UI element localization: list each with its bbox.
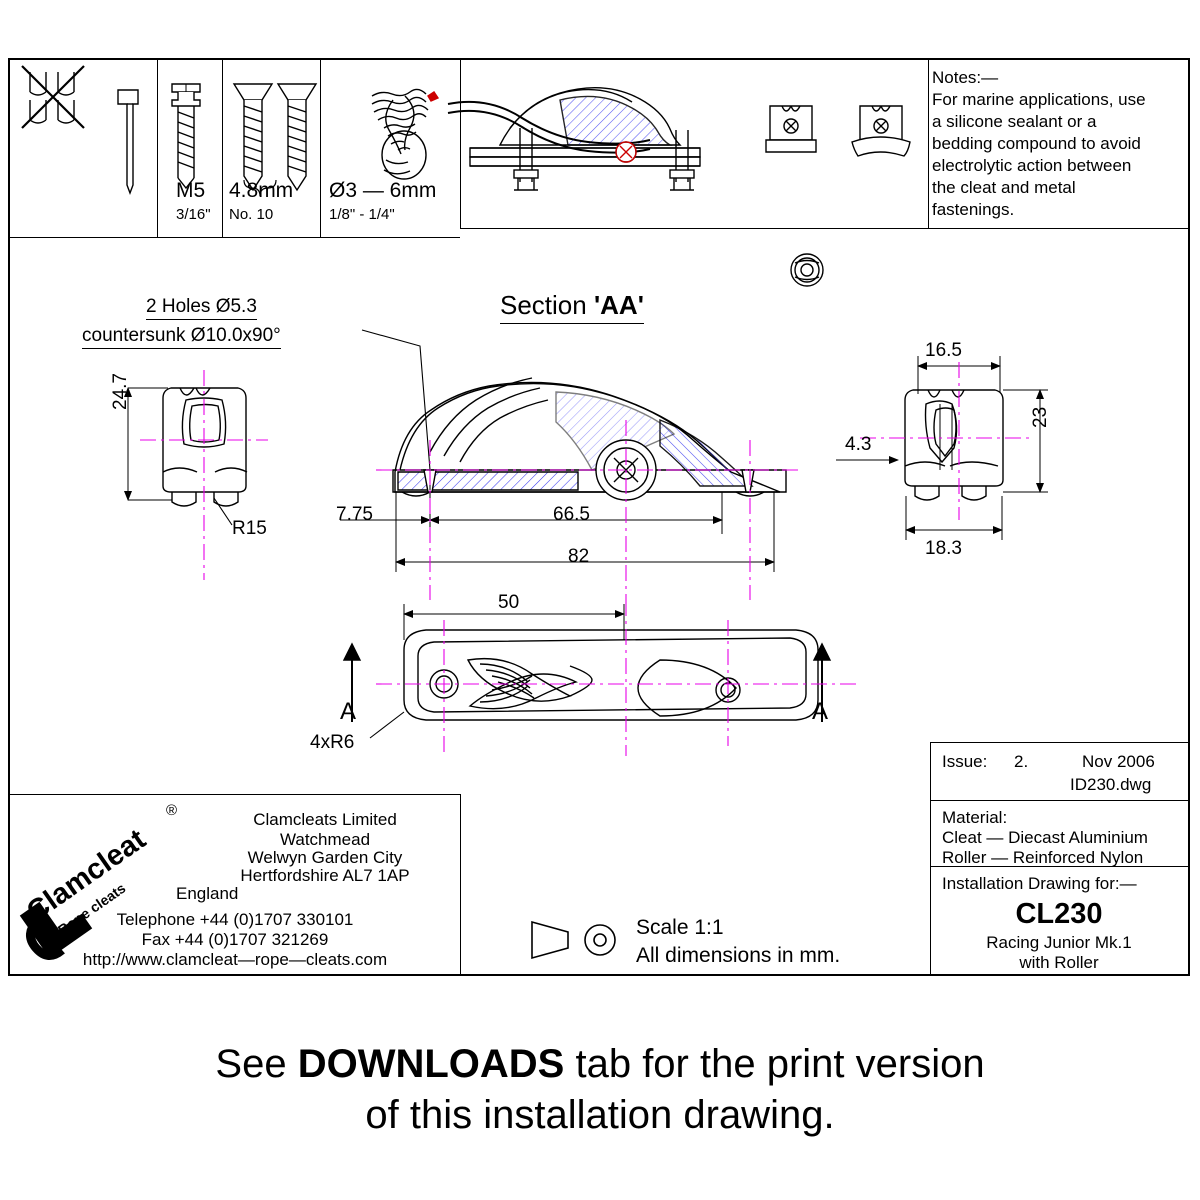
dim-82: 82: [568, 546, 590, 567]
top-band-divider-right: [928, 228, 1188, 229]
top-band-divider: [10, 237, 460, 238]
titleblock-left: [930, 742, 931, 976]
holes-note-line-1: 2 Holes Ø5.3: [146, 296, 257, 320]
fastener-label-m5: M5: [176, 179, 206, 202]
banner-line-2: of this installation drawing.: [365, 1093, 835, 1137]
notes-line-3: bedding compound to avoid: [932, 134, 1141, 153]
dim-50: 50: [498, 592, 520, 613]
section-title-suffix: 'AA': [593, 290, 644, 320]
holes-note-line-2: countersunk Ø10.0x90°: [82, 325, 281, 349]
top-band-sep-2: [928, 60, 929, 228]
dim-4-3: 4.3: [845, 434, 872, 455]
fastener-sublabel-m5: 3/16": [176, 206, 211, 223]
top-band-divider-mid: [460, 228, 928, 229]
sheet-border: [8, 58, 1190, 976]
dim-r15: R15: [232, 518, 267, 539]
section-mark-right: A: [812, 698, 829, 725]
company-telephone: Telephone +44 (0)1707 330101: [116, 910, 354, 929]
part-name-line-1: Racing Junior Mk.1: [986, 933, 1132, 952]
install-label: Installation Drawing for:—: [942, 874, 1137, 893]
company-block-top: [10, 794, 460, 795]
banner-line-1: See DOWNLOADS tab for the print version: [215, 1042, 984, 1087]
fastener-label-48mm: 4.8mm: [229, 179, 294, 202]
section-title: Section 'AA': [500, 290, 644, 324]
part-name-line-2: with Roller: [1019, 953, 1099, 972]
notes-line-2: a silicone sealant or a: [932, 112, 1097, 131]
notes-title: Notes:—: [932, 68, 999, 87]
notes-line-1: For marine applications, use: [932, 90, 1146, 109]
notes-line-5: the cleat and metal: [932, 178, 1076, 197]
dim-4xr6: 4xR6: [310, 732, 355, 753]
logo-registered-icon: ®: [166, 802, 178, 819]
top-band-sep-1: [460, 60, 461, 228]
company-logo: Clamcleat Rope cleats: [18, 800, 193, 968]
dim-66-5: 66.5: [553, 504, 590, 525]
company-fax: Fax +44 (0)1707 321269: [141, 930, 329, 949]
company-address-4: England: [176, 884, 239, 903]
company-block-right: [460, 794, 461, 976]
notes-line-6: fastenings.: [932, 200, 1015, 219]
part-number: CL230: [1015, 898, 1103, 930]
drawing-linework: [21, 65, 1048, 756]
fastener-cell-sep-3: [320, 60, 321, 237]
titleblock-div-2: [930, 866, 1188, 867]
logo-mark: [19, 901, 93, 960]
company-address-1: Watchmead: [279, 830, 371, 849]
scale-symbol: [531, 920, 616, 960]
banner-line-1c: tab for the print version: [564, 1042, 985, 1086]
banner-downloads-emphasis: DOWNLOADS: [297, 1042, 565, 1086]
titleblock-top: [930, 742, 1188, 743]
fastener-label-rope: Ø3 — 6mm: [329, 179, 437, 202]
section-mark-left: A: [340, 698, 357, 725]
dim-23: 23: [1030, 406, 1051, 428]
company-url[interactable]: http://www.clamcleat—rope—cleats.com: [82, 950, 388, 969]
company-name: Clamcleats Limited: [253, 810, 397, 829]
fastener-sublabel-rope: 1/8" - 1/4": [329, 206, 395, 223]
material-line-2: Roller — Reinforced Nylon: [942, 848, 1144, 867]
issue-date: Nov 2006: [1082, 752, 1155, 771]
scale-line-2: All dimensions in mm.: [636, 944, 841, 967]
notes-line-4: electrolytic action between: [932, 156, 1132, 175]
scale-line-1: Scale 1:1: [636, 916, 724, 939]
company-address-2: Welwyn Garden City: [247, 848, 403, 867]
issue-label: Issue:: [942, 752, 988, 771]
drawing-sheet: M5 3/16" 4.8mm No. 10 Ø3 — 6mm 1/8" - 1/…: [8, 58, 1190, 976]
fastener-cell-sep-2: [222, 60, 223, 237]
issue-value: 2.: [1014, 752, 1029, 771]
company-address-3: Hertfordshire AL7 1AP: [240, 866, 410, 885]
material-label: Material:: [942, 808, 1008, 827]
dwg-filename: ID230.dwg: [1070, 775, 1152, 794]
banner-line-1a: See: [215, 1042, 298, 1086]
fastener-sublabel-48mm: No. 10: [229, 206, 274, 223]
fastener-cell-sep-1: [157, 60, 158, 237]
dim-16-5: 16.5: [925, 340, 962, 361]
downloads-banner: See DOWNLOADS tab for the print version …: [0, 980, 1200, 1200]
titleblock-div-1: [930, 800, 1188, 801]
material-line-1: Cleat — Diecast Aluminium: [942, 828, 1148, 847]
dim-7-75: 7.75: [336, 504, 373, 525]
dim-24-7: 24.7: [110, 373, 131, 410]
dim-18-3: 18.3: [925, 538, 962, 559]
section-title-prefix: Section: [500, 290, 594, 320]
